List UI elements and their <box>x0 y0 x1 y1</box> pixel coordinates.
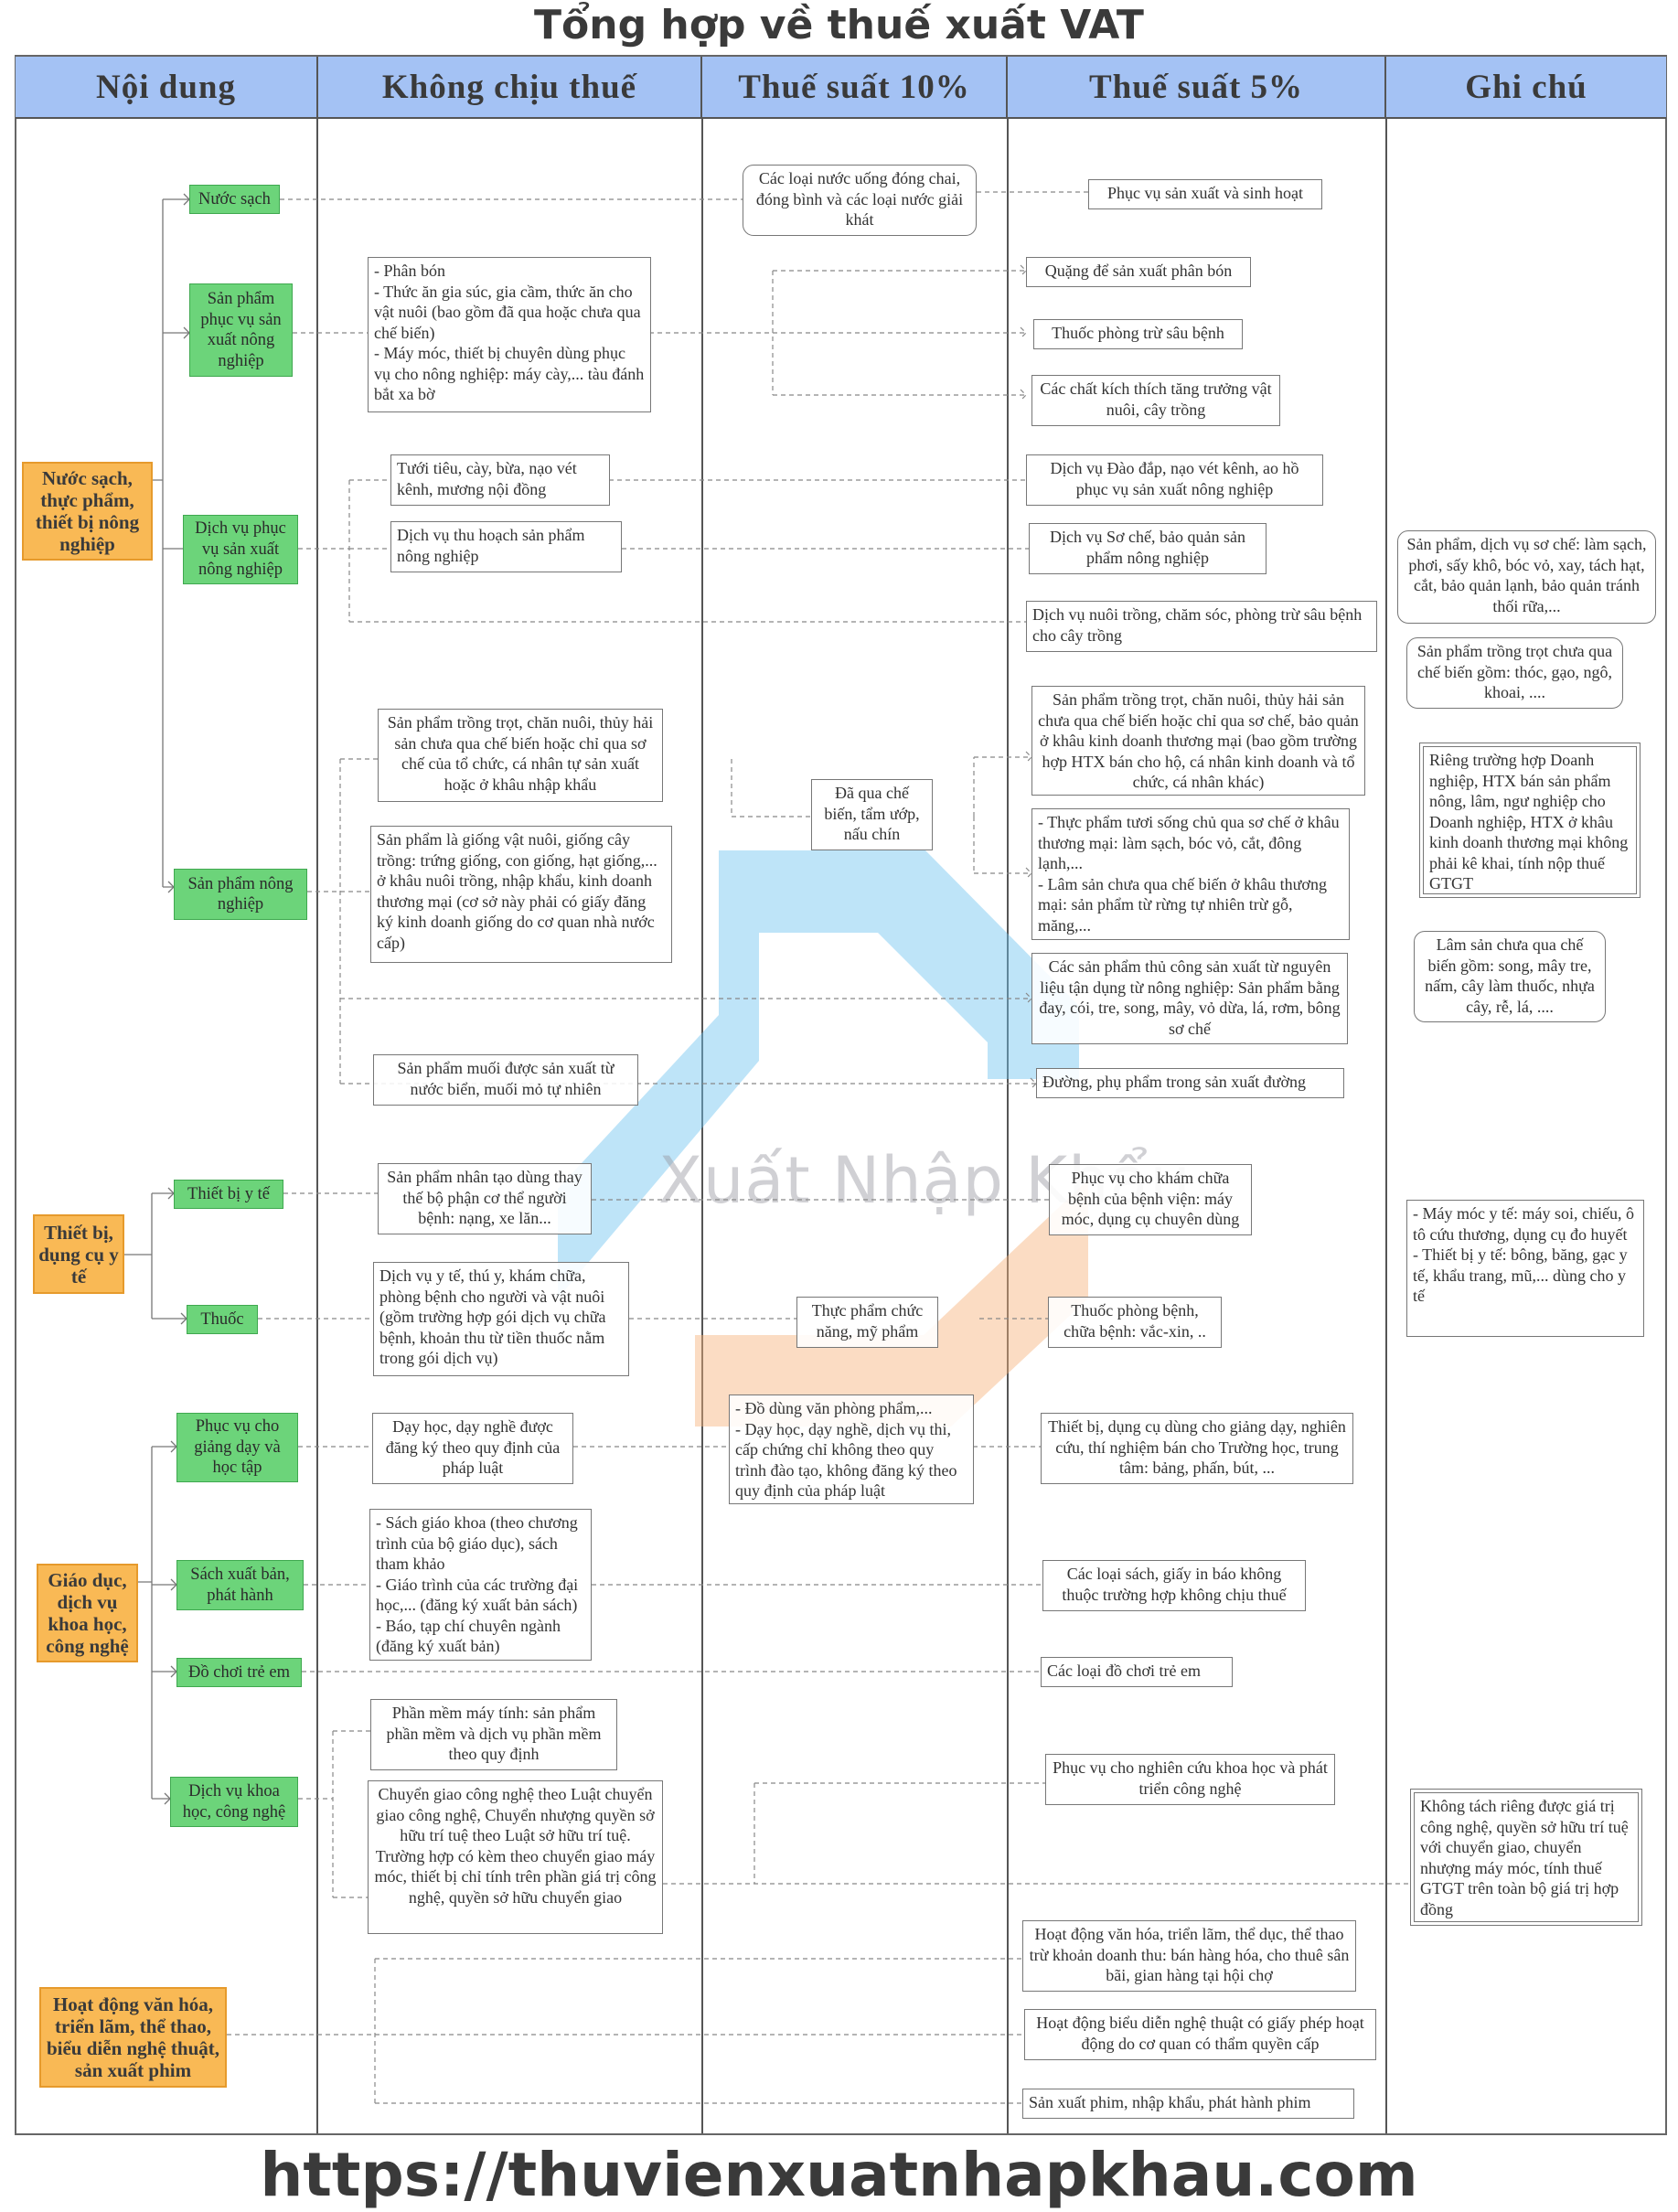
thue-5-sach-giay-in-bao: Các loại sách, giấy in báo không thuộc t… <box>1042 1560 1306 1611</box>
khong-chiu-thue-giong-vat-nuoi: Sản phẩm là giống vật nuôi, giống cây tr… <box>370 826 672 963</box>
table-frame <box>15 55 1667 2135</box>
column-header-khong-chiu-thue: Không chịu thuế <box>318 57 702 119</box>
thue-5-so-che-bao-quan: Dịch vụ Sơ chế, bảo quản sản phẩm nông n… <box>1029 523 1267 574</box>
category-thiet-bi-y-te: Thiết bị, dụng cụ y tế <box>33 1214 124 1294</box>
thue-5-van-hoa-trien-lam: Hoạt động văn hóa, triển lãm, thể dục, t… <box>1022 1920 1356 1992</box>
ghi-chu-may-moc-y-te: - Máy móc y tế: máy soi, chiếu, ô tô cứu… <box>1406 1200 1644 1337</box>
thue-5-thuc-pham-tuoi-song: - Thực phẩm tươi sống chủ qua sơ chế ở k… <box>1031 808 1350 940</box>
column-divider <box>701 119 703 2133</box>
column-divider <box>1385 119 1387 2133</box>
khong-chiu-thue-chuyen-giao-cong-nghe: Chuyển giao công nghệ theo Luật chuyển g… <box>368 1780 663 1934</box>
subcategory-dich-vu-phuc-vu-nong-nghiep: Dịch vụ phục vụ sản xuất nông nghiệp <box>183 515 298 584</box>
khong-chiu-thue-day-hoc: Dạy học, dạy nghề được đăng ký theo quy … <box>372 1413 573 1484</box>
khong-chiu-thue-tuoi-tieu: Tưới tiêu, cày, bừa, nạo vét kênh, mương… <box>390 454 610 506</box>
column-header-ghi-chu: Ghi chú <box>1386 57 1666 119</box>
khong-chiu-thue-sach-giao-khoa: - Sách giáo khoa (theo chương trình của … <box>369 1509 592 1661</box>
thue-10-nuoc-uong: Các loại nước uống đóng chai, đóng bình … <box>743 165 977 236</box>
category-van-hoa-the-thao: Hoạt động văn hóa, triển lãm, thể thao, … <box>39 1987 227 2088</box>
thue-10-thuc-pham-chuc-nang: Thực phẩm chức năng, mỹ phẩm <box>796 1297 938 1348</box>
thue-5-thiet-bi-giang-day: Thiết bị, dụng cụ dùng cho giảng dạy, ng… <box>1041 1413 1353 1484</box>
ghi-chu-so-che: Sản phẩm, dịch vụ sơ chế: làm sạch, phơi… <box>1397 530 1656 624</box>
thue-5-dao-dap-kenh: Dịch vụ Đào đắp, nạo vét kênh, ao hồ phụ… <box>1026 454 1323 506</box>
column-divider <box>1007 119 1009 2133</box>
thue-5-bieu-dien-nghe-thuat: Hoạt động biểu diễn nghệ thuật có giấy p… <box>1024 2009 1376 2060</box>
column-divider <box>316 119 318 2133</box>
subcategory-san-pham-nong-nghiep: Sản phẩm nông nghiệp <box>174 869 307 920</box>
thue-5-phuc-vu-san-xuat: Phục vụ sản xuất và sinh hoạt <box>1088 179 1322 209</box>
khong-chiu-thue-san-pham-nhan-tao: Sản phẩm nhân tạo dùng thay thế bộ phận … <box>378 1163 592 1234</box>
subcategory-giang-day-hoc-tap: Phục vụ cho giảng dạy và học tập <box>176 1413 298 1482</box>
thue-10-da-qua-che-bien: Đã qua chế biến, tẩm ướp, nấu chín <box>811 779 933 850</box>
khong-chiu-thue-muoi: Sản phẩm muối được sản xuất từ nước biển… <box>373 1054 638 1106</box>
footer-url: https://thuvienxuatnhapkhau.com <box>260 2140 1418 2210</box>
column-header-thue-suat-5: Thuế suất 5% <box>1008 57 1386 119</box>
thue-5-trong-trot-khau-thuong-mai: Sản phẩm trồng trọt, chăn nuôi, thủy hải… <box>1031 686 1365 796</box>
ghi-chu-doanh-nghiep-htx: Riêng trường hợp Doanh nghiệp, HTX bán s… <box>1419 743 1641 898</box>
thue-5-quang-phan-bon: Quặng để sản xuất phân bón <box>1026 257 1251 287</box>
subcategory-thuoc: Thuốc <box>187 1305 258 1334</box>
thue-5-vac-xin: Thuốc phòng bệnh, chữa bệnh: vắc-xin, .. <box>1048 1297 1222 1348</box>
subcategory-sach-xuat-ban: Sách xuất bản, phát hành <box>176 1560 304 1610</box>
khong-chiu-thue-phan-mem: Phần mềm máy tính: sản phẩm phần mềm và … <box>370 1699 617 1770</box>
thue-5-do-choi-tre-em: Các loại đồ chơi trẻ em <box>1041 1657 1233 1687</box>
ghi-chu-chuyen-giao-cong-nghe: Không tách riêng được giá trị công nghệ,… <box>1410 1789 1642 1926</box>
ghi-chu-san-pham-trong-trot: Sản phẩm trồng trọt chưa qua chế biến gồ… <box>1406 637 1623 709</box>
page-title: Tổng hợp về thuế xuất VAT <box>534 2 1144 48</box>
khong-chiu-thue-thu-hoach: Dịch vụ thu hoạch sản phẩm nông nghiệp <box>390 521 622 572</box>
column-header-noi-dung: Nội dung <box>16 57 318 119</box>
thue-5-nuoi-trong-cham-soc: Dịch vụ nuôi trồng, chăm sóc, phòng trừ … <box>1026 601 1377 652</box>
category-nuoc-sach-thuc-pham: Nước sạch, thực phẩm, thiết bị nông nghi… <box>22 462 153 561</box>
subcategory-thiet-bi-y-te: Thiết bị y tế <box>174 1180 283 1209</box>
ghi-chu-lam-san: Lâm sản chưa qua chế biến gồm: song, mây… <box>1414 931 1606 1022</box>
subcategory-san-pham-phuc-vu-nong-nghiep: Sản phẩm phục vụ sản xuất nông nghiệp <box>189 283 293 377</box>
thue-5-thuoc-tru-sau: Thuốc phòng trừ sâu bệnh <box>1033 319 1243 349</box>
thue-5-kham-chua-benh: Phục vụ cho khám chữa bệnh của bệnh viện… <box>1049 1164 1252 1235</box>
thue-5-nghien-cuu-khoa-hoc: Phục vụ cho nghiên cứu khoa học và phát … <box>1045 1754 1335 1805</box>
subcategory-do-choi-tre-em: Đồ chơi trẻ em <box>176 1658 302 1687</box>
thue-10-van-phong-pham: - Đồ dùng văn phòng phẩm,... - Dạy học, … <box>729 1395 974 1504</box>
subcategory-nuoc-sach: Nước sạch <box>189 185 280 214</box>
category-giao-duc-khoa-hoc: Giáo dục, dịch vụ khoa học, công nghệ <box>37 1564 138 1662</box>
thue-5-san-pham-thu-cong: Các sản phẩm thủ công sản xuất từ nguyên… <box>1031 953 1348 1044</box>
thue-5-san-xuat-phim: Sản xuất phim, nhập khẩu, phát hành phim <box>1022 2089 1354 2119</box>
subcategory-dich-vu-khoa-hoc-cong-nghe: Dịch vụ khoa học, công nghệ <box>170 1777 298 1827</box>
column-header-thue-suat-10: Thuế suất 10% <box>702 57 1008 119</box>
khong-chiu-thue-phan-bon-thuc-an: - Phân bón - Thức ăn gia súc, gia cầm, t… <box>368 257 651 412</box>
khong-chiu-thue-trong-trot-chan-nuoi: Sản phẩm trồng trọt, chăn nuôi, thủy hải… <box>378 709 663 802</box>
thue-5-duong: Đường, phụ phẩm trong sản xuất đường <box>1036 1068 1344 1098</box>
thue-5-chat-kich-thich: Các chất kích thích tăng trưởng vật nuôi… <box>1031 375 1280 426</box>
khong-chiu-thue-dich-vu-y-te: Dịch vụ y tế, thú y, khám chữa, phòng bệ… <box>373 1262 629 1376</box>
